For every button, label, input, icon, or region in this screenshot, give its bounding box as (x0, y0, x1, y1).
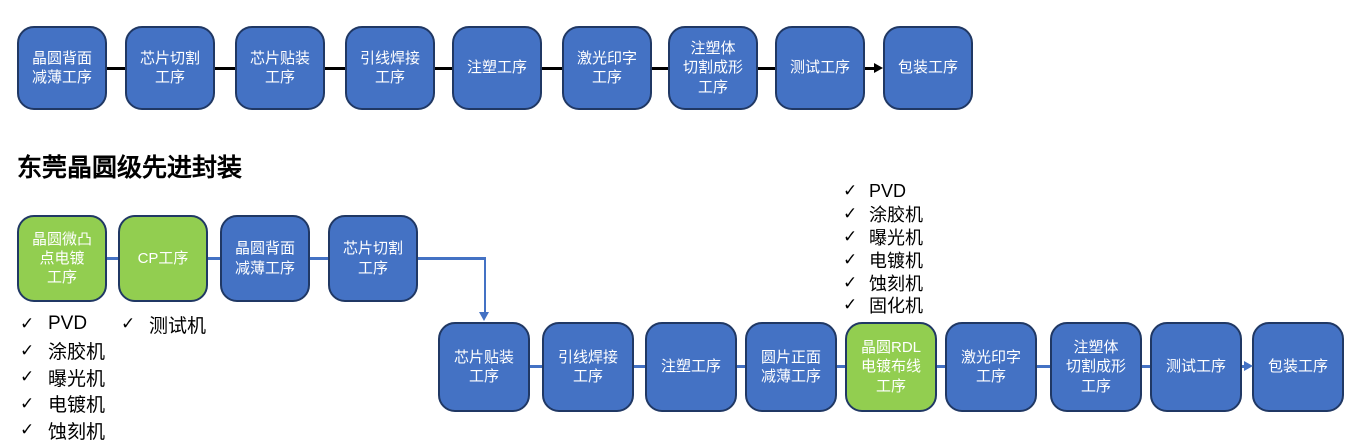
flow1-box-testing: 测试工序 (775, 26, 865, 110)
connector-line (107, 257, 118, 260)
equipment-label: 蚀刻机 (48, 421, 106, 441)
equipment-label: 电镀机 (869, 250, 923, 271)
flow2-box-packing: 包装工序 (1252, 322, 1344, 412)
elbow-connector-horizontal (418, 257, 486, 260)
connector-line (652, 67, 668, 70)
connector-line (325, 67, 345, 70)
flow1-box-die-attach: 芯片贴装 工序 (235, 26, 325, 110)
flow2-box-die-sawing: 芯片切割 工序 (328, 215, 418, 302)
flow2-box-wafer-back-grinding: 晶圆背面 减薄工序 (220, 215, 310, 302)
list-item: ✓ 涂胶机 (843, 203, 923, 226)
flow2-box-mold-singulation: 注塑体 切割成形 工序 (1050, 322, 1142, 412)
list-item: ✓ 电镀机 (20, 391, 105, 418)
equipment-label: PVD (869, 180, 907, 201)
connector-line (758, 67, 775, 70)
connector-line (1037, 365, 1050, 368)
check-icon: ✓ (20, 340, 35, 360)
connector-line (937, 365, 945, 368)
connector-line (215, 67, 235, 70)
equipment-label: 涂胶机 (869, 205, 923, 226)
list-item: ✓ 电镀机 (843, 248, 923, 271)
connector-line (634, 365, 645, 368)
flow2-box-cp-test: CP工序 (118, 215, 208, 302)
connector-line (737, 365, 745, 368)
check-icon: ✓ (20, 420, 35, 440)
flow1-box-laser-marking: 激光印字 工序 (562, 26, 652, 110)
connector-line (435, 67, 452, 70)
check-icon: ✓ (20, 314, 35, 334)
check-icon: ✓ (843, 226, 858, 246)
equipment-label: 测试机 (149, 315, 207, 337)
check-icon: ✓ (843, 272, 858, 292)
check-icon: ✓ (121, 314, 136, 334)
equipment-label: 曝光机 (48, 368, 106, 390)
equipment-label: 蚀刻机 (869, 273, 923, 294)
list-item: ✓ 固化机 (843, 294, 923, 317)
list-item: ✓ 测试机 (121, 311, 206, 338)
flow1-box-wire-bonding: 引线焊接 工序 (345, 26, 435, 110)
flow2-box-die-attach: 芯片贴装 工序 (438, 322, 530, 412)
flow1-box-molding: 注塑工序 (452, 26, 542, 110)
flow2-box-molding: 注塑工序 (645, 322, 737, 412)
flow2-box-wafer-rdl-plating: 晶圆RDL 电镀布线 工序 (845, 322, 937, 412)
list-item: ✓ 涂胶机 (20, 338, 105, 365)
connector-line (1142, 365, 1150, 368)
connector-line (107, 67, 125, 70)
arrow-down-icon (478, 312, 489, 321)
arrow-right-icon (1244, 360, 1253, 371)
check-icon: ✓ (20, 393, 35, 413)
flow2-box-testing: 测试工序 (1150, 322, 1242, 412)
rdl-plating-equipment-list: ✓ PVD ✓ 涂胶机 ✓ 曝光机 ✓ 电镀机 ✓ 蚀刻机 ✓ 固化机 (843, 180, 923, 317)
list-item: ✓ 曝光机 (20, 364, 105, 391)
flow1-box-packing: 包装工序 (883, 26, 973, 110)
connector-line (542, 67, 562, 70)
equipment-label: PVD (48, 313, 88, 335)
flow1-box-die-sawing: 芯片切割 工序 (125, 26, 215, 110)
arrow-right-icon (874, 62, 883, 73)
section-title: 东莞晶圆级先进封装 (17, 154, 243, 182)
connector-line (310, 257, 328, 260)
connector-line (208, 257, 220, 260)
flow2-box-wafer-micro-bump-plating: 晶圆微凸 点电镀 工序 (17, 215, 107, 302)
list-item: ✓ 蚀刻机 (843, 271, 923, 294)
list-item: ✓ PVD (843, 180, 923, 203)
connector-line (530, 365, 542, 368)
flow2-box-wafer-front-grinding: 圆片正面 减薄工序 (745, 322, 837, 412)
list-item: ✓ 蚀刻机 (20, 417, 105, 441)
equipment-label: 曝光机 (869, 228, 923, 248)
cp-test-equipment-list: ✓ 测试机 (121, 311, 206, 338)
equipment-label: 固化机 (869, 296, 923, 317)
flow2-box-laser-marking: 激光印字 工序 (945, 322, 1037, 412)
flow1-box-mold-singulation: 注塑体 切割成形 工序 (668, 26, 758, 110)
list-item: ✓ 曝光机 (843, 226, 923, 249)
check-icon: ✓ (843, 204, 858, 224)
check-icon: ✓ (843, 181, 858, 201)
equipment-label: 涂胶机 (48, 342, 106, 364)
connector-line (865, 67, 875, 70)
flow1-box-wafer-back-grinding: 晶圆背面 减薄工序 (17, 26, 107, 110)
bump-plating-equipment-list: ✓ PVD ✓ 涂胶机 ✓ 曝光机 ✓ 电镀机 ✓ 蚀刻机 (20, 311, 105, 441)
list-item: ✓ PVD (20, 311, 105, 338)
flow2-box-wire-bonding: 引线焊接 工序 (542, 322, 634, 412)
connector-line (837, 365, 845, 368)
check-icon: ✓ (843, 295, 858, 315)
elbow-connector-vertical (483, 257, 486, 313)
check-icon: ✓ (843, 249, 858, 269)
check-icon: ✓ (20, 367, 35, 387)
equipment-label: 电镀机 (48, 395, 106, 417)
